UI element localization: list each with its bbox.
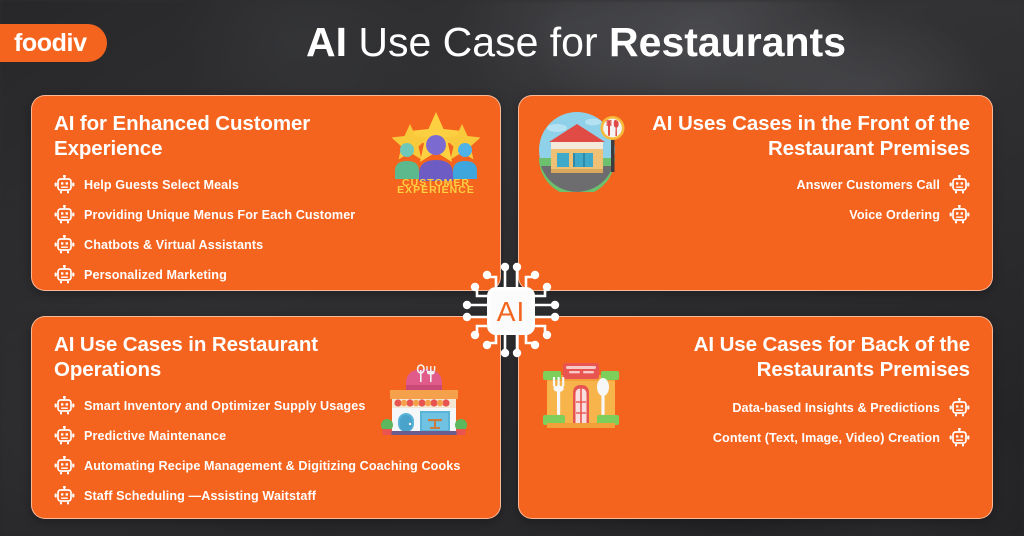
bullet-list: Answer Customers Call Voice Ordering xyxy=(539,175,970,225)
robot-icon xyxy=(54,426,75,445)
bullet-list: Help Guests Select Meals Providing Uniqu… xyxy=(54,175,480,285)
list-item[interactable]: Voice Ordering xyxy=(539,205,970,225)
card-title: AI Use Cases for Back of the Restaurants… xyxy=(693,333,970,381)
list-item[interactable]: Answer Customers Call xyxy=(539,175,970,195)
card-front-of-restaurant-premises[interactable]: AI Uses Cases in the Front of the Restau… xyxy=(518,95,993,291)
robot-icon xyxy=(949,175,970,194)
list-item-label: Predictive Maintenance xyxy=(84,429,227,443)
card-grid: CUSTOMER EXPERIENCE AI for Enhanced Cust… xyxy=(31,95,993,519)
list-item-label: Data-based Insights & Predictions xyxy=(732,401,940,415)
robot-icon xyxy=(54,486,75,505)
customer-experience-label: EXPERIENCE xyxy=(397,184,475,196)
list-item[interactable]: Content (Text, Image, Video) Creation xyxy=(539,428,970,448)
list-item-label: Staff Scheduling —Assisting Waitstaff xyxy=(84,489,317,503)
bullet-list: Data-based Insights & Predictions Conten… xyxy=(539,398,970,448)
card-title: AI Use Cases in Restaurant Operations xyxy=(54,333,319,381)
list-item-label: Help Guests Select Meals xyxy=(84,178,239,192)
list-item[interactable]: Providing Unique Menus For Each Customer xyxy=(54,205,480,225)
robot-icon xyxy=(949,205,970,224)
list-item[interactable]: Data-based Insights & Predictions xyxy=(539,398,970,418)
list-item-label: Answer Customers Call xyxy=(796,178,940,192)
page-title-ai: AI xyxy=(305,19,347,65)
svg-text:AI: AI xyxy=(497,296,525,327)
restaurant-storefront-circle-icon xyxy=(535,106,627,196)
restaurant-shop-icon xyxy=(380,361,468,439)
page-title: AI Use Case for Restaurants xyxy=(150,16,1002,68)
robot-icon xyxy=(54,205,75,224)
robot-icon xyxy=(949,398,970,417)
list-item[interactable]: Predictive Maintenance xyxy=(54,426,480,446)
list-item-label: Providing Unique Menus For Each Customer xyxy=(84,208,356,222)
list-item[interactable]: Personalized Marketing xyxy=(54,265,480,285)
list-item[interactable]: Staff Scheduling —Assisting Waitstaff xyxy=(54,486,480,506)
list-item[interactable]: Chatbots & Virtual Assistants xyxy=(54,235,480,255)
list-item[interactable]: Help Guests Select Meals xyxy=(54,175,480,195)
restaurant-building-fork-spoon-icon xyxy=(539,357,623,435)
card-title: AI Uses Cases in the Front of the Restau… xyxy=(652,112,970,160)
foodiv-logo[interactable]: foodiv xyxy=(0,24,107,62)
robot-icon xyxy=(54,235,75,254)
page-title-restaurants: Restaurants xyxy=(609,19,847,65)
list-item[interactable]: Automating Recipe Management & Digitizin… xyxy=(54,456,480,476)
card-title: AI for Enhanced Customer Experience xyxy=(54,112,311,160)
list-item-label: Automating Recipe Management & Digitizin… xyxy=(84,459,461,473)
robot-icon xyxy=(54,265,75,284)
bullet-list: Smart Inventory and Optimizer Supply Usa… xyxy=(54,396,480,506)
robot-icon xyxy=(54,456,75,475)
card-back-of-restaurants-premises[interactable]: AI Use Cases for Back of the Restaurants… xyxy=(518,316,993,519)
header: foodiv AI Use Case for Restaurants xyxy=(0,0,1024,90)
svg-text:CUSTOMER: CUSTOMER xyxy=(402,177,470,189)
card-restaurant-operations[interactable]: AI Use Cases in Restaurant Operations Sm… xyxy=(31,316,501,519)
page-title-middle: Use Case for xyxy=(346,19,610,65)
ai-chip-icon[interactable]: AI xyxy=(458,258,564,362)
list-item-label: Voice Ordering xyxy=(849,208,940,222)
customer-experience-badge-icon: CUSTOMER EXPERIENCE xyxy=(390,110,482,196)
robot-icon xyxy=(54,396,75,415)
list-item-label: Chatbots & Virtual Assistants xyxy=(84,238,264,252)
logo-text: foodiv xyxy=(14,28,87,57)
list-item-label: Smart Inventory and Optimizer Supply Usa… xyxy=(84,399,366,413)
robot-icon xyxy=(54,175,75,194)
list-item-label: Content (Text, Image, Video) Creation xyxy=(712,431,940,445)
list-item-label: Personalized Marketing xyxy=(84,268,227,282)
card-enhanced-customer-experience[interactable]: CUSTOMER EXPERIENCE AI for Enhanced Cust… xyxy=(31,95,501,291)
robot-icon xyxy=(949,428,970,447)
list-item[interactable]: Smart Inventory and Optimizer Supply Usa… xyxy=(54,396,480,416)
